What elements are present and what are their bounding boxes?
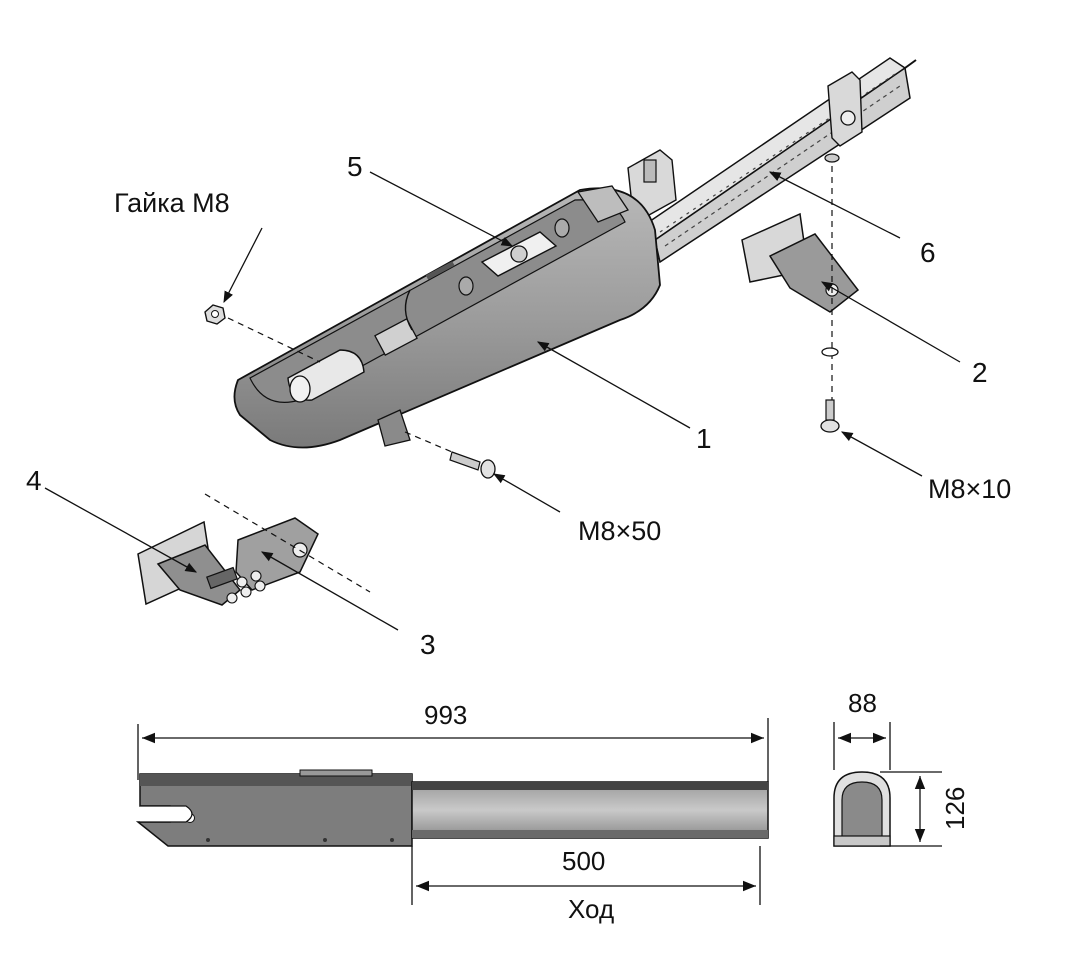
callout-4: 4	[26, 465, 42, 496]
terminal-block	[374, 289, 418, 357]
dimension-total-value: 993	[424, 700, 467, 730]
housing-rivets	[206, 838, 394, 842]
dimension-height-value: 126	[940, 787, 970, 830]
callout-nut: Гайка М8	[114, 188, 230, 218]
motor-cylinder	[287, 349, 365, 403]
dimension-stroke-label: Ход	[568, 894, 614, 924]
bolt-axis-line	[404, 431, 453, 453]
nut-m8	[204, 304, 226, 325]
side-view	[135, 769, 769, 847]
dimension-height	[880, 771, 942, 847]
callout-6: 6	[920, 237, 936, 268]
rear-bracket	[137, 517, 319, 606]
control-board	[480, 231, 558, 277]
callout-3: 3	[420, 629, 436, 660]
callout-leaders	[44, 171, 961, 631]
rear-axis-line	[204, 493, 371, 593]
end-profile-view	[833, 771, 891, 847]
dimension-stroke-value: 500	[562, 846, 605, 876]
callout-1: 1	[696, 423, 712, 454]
callout-bolt-m8x50: M8×50	[578, 516, 661, 546]
washer	[821, 347, 839, 357]
callout-5: 5	[347, 151, 363, 182]
bolt-m8x50	[449, 451, 496, 479]
motor-housing	[233, 185, 661, 449]
front-bracket	[741, 212, 860, 313]
dimension-total-length	[137, 718, 769, 782]
dimension-width	[833, 722, 891, 770]
bracket-holes	[226, 570, 266, 604]
callout-bolt-m8x10: M8×10	[928, 474, 1011, 504]
end-clamp	[824, 71, 863, 163]
dimension-width-value: 88	[848, 688, 877, 718]
callout-2: 2	[972, 357, 988, 388]
dimension-stroke	[411, 846, 761, 905]
nut-axis-line	[227, 317, 321, 363]
bolt-m8x10	[820, 399, 840, 433]
